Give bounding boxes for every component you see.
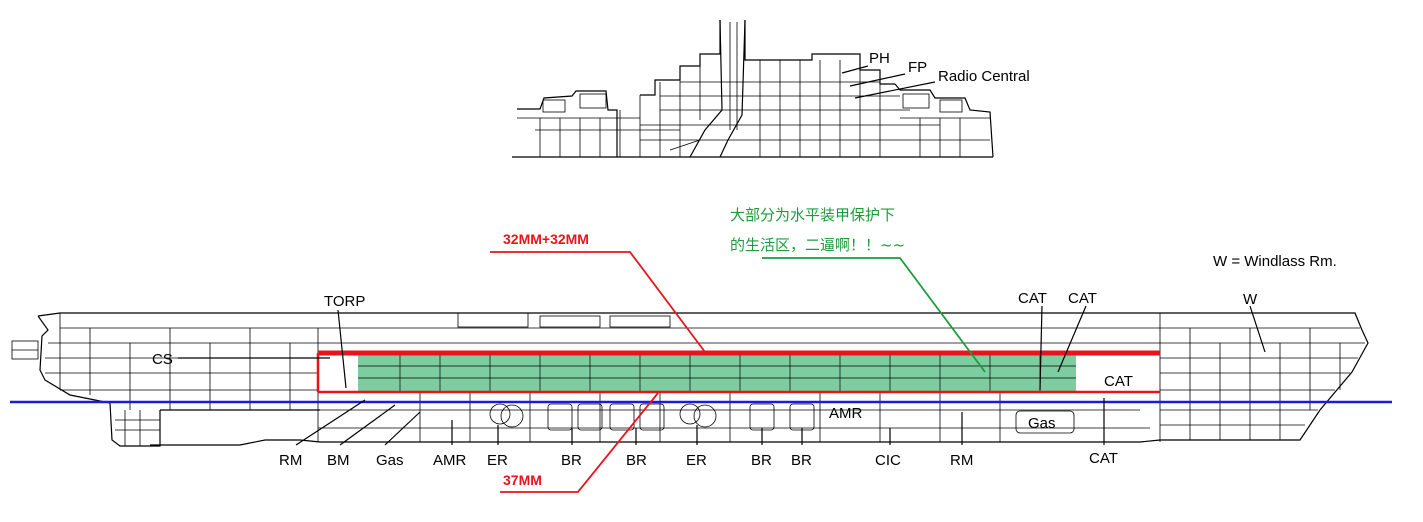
label-deck-armor: 32MM+32MM	[503, 231, 589, 247]
bottom-label-br-4: BR	[791, 452, 812, 469]
bottom-label-br-3: BR	[751, 452, 772, 469]
bottom-label-amr: AMR	[433, 452, 467, 469]
label-fp: FP	[908, 59, 927, 76]
bottom-label-er-1: ER	[487, 452, 508, 469]
label-cs: CS	[152, 351, 173, 368]
leader-lines	[178, 305, 1266, 446]
label-radio-central: Radio Central	[938, 68, 1030, 85]
label-amr-inner: AMR	[829, 405, 863, 422]
bottom-label-gas: Gas	[376, 452, 404, 469]
annotation-line-2: 的生活区，二逼啊！！~~	[730, 236, 905, 254]
protected-area	[358, 354, 1076, 392]
label-cat-3: CAT	[1104, 373, 1133, 390]
bottom-label-bm: BM	[327, 452, 350, 469]
legend-windlass: W = Windlass Rm.	[1213, 253, 1337, 270]
bottom-labels: RM BM Gas AMR ER BR BR ER BR BR CIC RM C…	[279, 450, 1118, 469]
bottom-label-cat: CAT	[1089, 450, 1118, 467]
bottom-label-rm-1: RM	[279, 452, 302, 469]
bottom-label-rm-2: RM	[950, 452, 973, 469]
island-superstructure	[512, 19, 994, 158]
label-ph: PH	[869, 50, 890, 67]
label-w: W	[1243, 291, 1258, 308]
bottom-label-br-1: BR	[561, 452, 582, 469]
label-cat-1: CAT	[1018, 290, 1047, 307]
label-cat-2: CAT	[1068, 290, 1097, 307]
label-torp: TORP	[324, 293, 365, 310]
annotation-line-1: 大部分为水平装甲保护下	[730, 206, 895, 224]
bottom-label-br-2: BR	[626, 452, 647, 469]
label-side-armor: 37MM	[503, 472, 542, 488]
bottom-label-er-2: ER	[686, 452, 707, 469]
label-gas-inner: Gas	[1028, 415, 1056, 432]
bottom-label-cic: CIC	[875, 452, 901, 469]
